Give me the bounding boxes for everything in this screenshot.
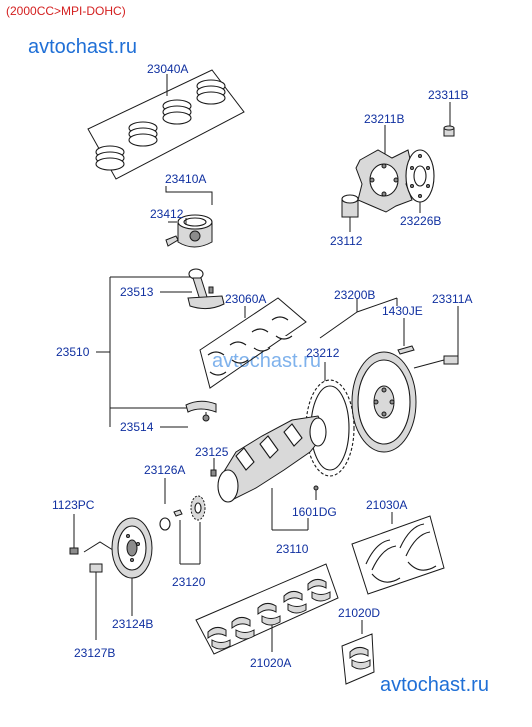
label-23200B[interactable]: 23200B (334, 288, 375, 302)
label-23120[interactable]: 23120 (172, 575, 206, 589)
label-23514[interactable]: 23514 (120, 420, 154, 434)
label-1601DG[interactable]: 1601DG (292, 505, 337, 519)
label-23126A[interactable]: 23126A (144, 463, 185, 477)
label-23211B[interactable]: 23211B (364, 112, 404, 126)
label-23311B[interactable]: 23311B (428, 88, 468, 102)
label-23124B[interactable]: 23124B (112, 617, 153, 631)
watermark-top: avtochast.ru (28, 36, 137, 58)
label-23226B[interactable]: 23226B (400, 214, 441, 228)
label-21030A[interactable]: 21030A (366, 498, 407, 512)
crankshaft-group: 1601DG 23110 (217, 415, 337, 556)
watermark-bottom: avtochast.ru (380, 674, 489, 696)
label-23510[interactable]: 23510 (56, 345, 90, 359)
flywheel-bolt-small-group: 23311B (428, 88, 468, 137)
label-23410A[interactable]: 23410A (165, 172, 206, 186)
label-23412[interactable]: 23412 (150, 207, 184, 221)
label-23127B[interactable]: 23127B (74, 646, 115, 660)
label-21020D[interactable]: 21020D (338, 606, 380, 620)
piston-group: 23410A 23412 (150, 172, 213, 248)
rod-bearing-set-group: 23060A (199, 292, 307, 389)
label-23060A[interactable]: 23060A (225, 292, 266, 306)
crank-sprocket-group: 23125 23126A 23120 (144, 445, 229, 589)
label-23110[interactable]: 23110 (276, 542, 309, 556)
diagram-header: (2000CC>MPI-DOHC) (6, 4, 126, 18)
drive-plate-group: 23211B 23226B (355, 112, 441, 228)
piston-ring-set-group: 23040A (87, 62, 245, 180)
damper-pulley-group: 1123PC 23124B 23127B (52, 498, 153, 660)
label-1430JE[interactable]: 1430JE (382, 304, 423, 318)
label-23040A[interactable]: 23040A (147, 62, 188, 76)
connecting-rod-group: 23510 23513 23514 (56, 268, 225, 434)
thrust-washer-set-group: 21030A (351, 498, 445, 595)
main-bearing-set-group: 21020A (195, 563, 339, 670)
label-23513[interactable]: 23513 (120, 285, 154, 299)
pilot-bushing-group: 23112 (330, 194, 363, 248)
label-23212[interactable]: 23212 (306, 346, 340, 360)
label-23112[interactable]: 23112 (330, 234, 363, 248)
label-21020A[interactable]: 21020A (250, 656, 291, 670)
label-23311A[interactable]: 23311A (432, 292, 472, 306)
flywheel-group: 23200B 1430JE 23311A 23212 (305, 288, 472, 477)
main-bearing-single-group: 21020D (338, 606, 380, 685)
label-23125[interactable]: 23125 (195, 445, 229, 459)
label-1123PC[interactable]: 1123PC (52, 498, 95, 512)
watermark-middle: avtochast.ru (212, 350, 321, 372)
